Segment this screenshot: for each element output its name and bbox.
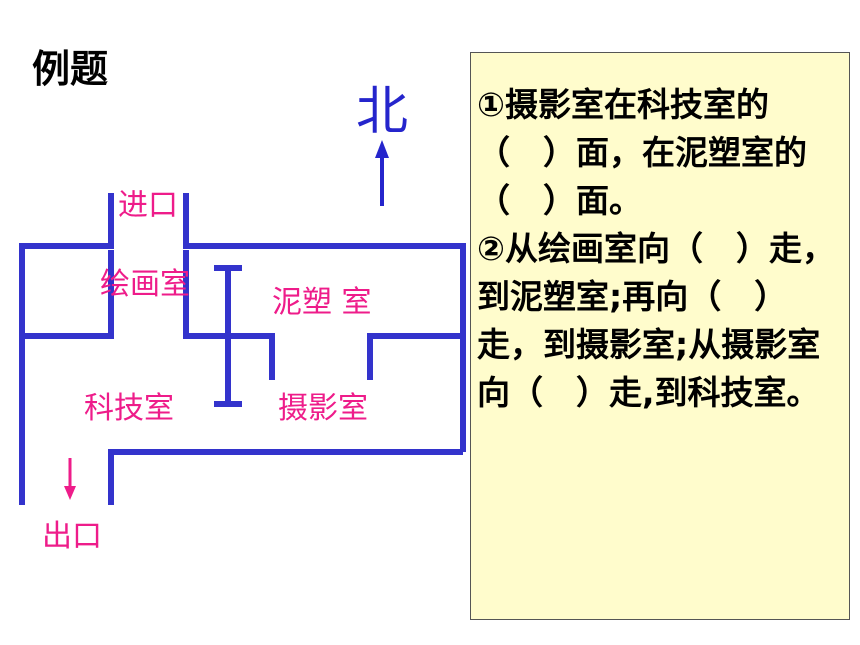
floor-plan	[19, 140, 466, 505]
clay-room-label: 泥塑 室	[272, 285, 372, 320]
wall-bottom	[108, 449, 463, 505]
exit-arrow	[64, 458, 76, 500]
question-1: ①摄影室在科技室的（ ）面，在泥塑室的（ ）面。	[477, 85, 807, 220]
painting-room-label: 绘画室	[100, 267, 190, 302]
north-label: 北	[356, 82, 409, 142]
photo-room-label: 摄影室	[278, 391, 368, 426]
entrance-label: 进口	[118, 188, 178, 223]
wall-inner-right	[367, 333, 461, 380]
north-arrow	[375, 140, 389, 206]
exit-label: 出口	[42, 519, 102, 554]
wall-top-left	[19, 193, 114, 505]
question-panel: ①摄影室在科技室的（ ）面，在泥塑室的（ ）面。 ②从绘画室向（ ）走，到泥塑室…	[470, 52, 850, 620]
wall-top-right	[183, 193, 466, 452]
page-title: 例题	[32, 47, 109, 91]
wall-inner-left	[24, 250, 114, 339]
question-2: ②从绘画室向（ ）走，到泥塑室;再向（ ）走，到摄影室;从摄影室向（ ）走,到科…	[477, 229, 835, 412]
tech-room-label: 科技室	[84, 391, 174, 426]
